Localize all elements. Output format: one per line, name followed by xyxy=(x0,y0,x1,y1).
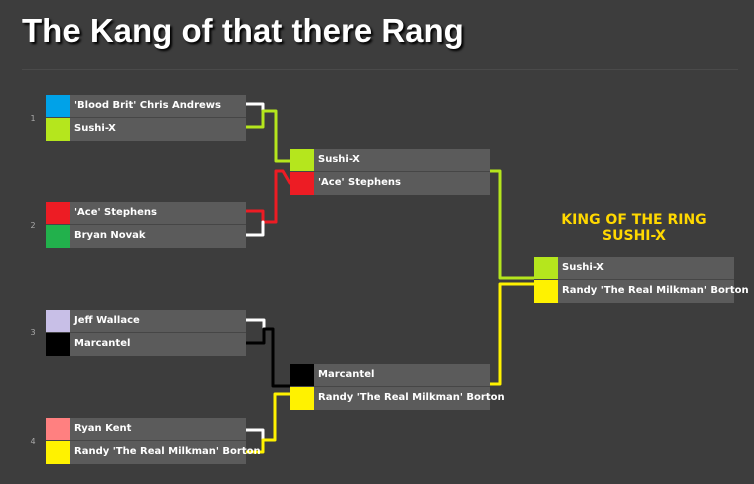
competitor-slot[interactable]: Randy 'The Real Milkman' Borton xyxy=(46,441,261,464)
champion-banner: KING OF THE RING SUSHI-X xyxy=(534,212,734,244)
competitor-slot[interactable]: Jeff Wallace xyxy=(46,310,246,333)
competitor-color xyxy=(46,441,70,464)
champion-name: SUSHI-X xyxy=(602,228,666,244)
competitor-name: 'Ace' Stephens xyxy=(318,177,401,188)
competitor-slot[interactable]: Sushi-X xyxy=(290,149,490,172)
competitor-slot[interactable]: 'Ace' Stephens xyxy=(290,172,490,195)
competitor-slot[interactable]: Randy 'The Real Milkman' Borton xyxy=(534,280,749,303)
competitor-color xyxy=(46,118,70,141)
match-semifinal-1: Sushi-X 'Ace' Stephens xyxy=(290,149,490,195)
match-final: Sushi-X Randy 'The Real Milkman' Borton xyxy=(534,257,749,303)
competitor-name: Marcantel xyxy=(74,338,131,349)
connector-semi-2 xyxy=(488,282,536,386)
round-number-3: 3 xyxy=(30,328,36,337)
competitor-slot[interactable]: Bryan Novak xyxy=(46,225,246,248)
competitor-color xyxy=(46,418,70,440)
competitor-name: Sushi-X xyxy=(318,154,360,165)
match-round1-1: 'Blood Brit' Chris Andrews Sushi-X xyxy=(46,95,246,141)
competitor-color xyxy=(534,257,558,279)
competitor-name: Bryan Novak xyxy=(74,230,146,241)
connector-match-4 xyxy=(243,392,292,454)
competitor-slot[interactable]: Marcantel xyxy=(290,364,490,387)
round-number-1: 1 xyxy=(30,114,36,123)
round-number-4: 4 xyxy=(30,437,36,446)
competitor-name: Ryan Kent xyxy=(74,423,132,434)
competitor-color xyxy=(46,310,70,332)
competitor-slot[interactable]: Ryan Kent xyxy=(46,418,246,441)
competitor-name: 'Ace' Stephens xyxy=(74,207,157,218)
competitor-color xyxy=(46,95,70,117)
competitor-slot[interactable]: Randy 'The Real Milkman' Borton xyxy=(290,387,505,410)
competitor-slot[interactable]: 'Ace' Stephens xyxy=(46,202,246,225)
match-round1-4: Ryan Kent Randy 'The Real Milkman' Borto… xyxy=(46,418,261,464)
competitor-slot[interactable]: Sushi-X xyxy=(46,118,246,141)
competitor-slot[interactable]: Marcantel xyxy=(46,333,246,356)
competitor-name: Randy 'The Real Milkman' Borton xyxy=(562,285,749,296)
competitor-color xyxy=(290,387,314,410)
champion-heading: KING OF THE RING xyxy=(561,212,707,228)
competitor-name: Randy 'The Real Milkman' Borton xyxy=(74,446,261,457)
page-title: The Kang of that there Rang xyxy=(22,12,464,49)
competitor-color xyxy=(290,364,314,386)
connector-match-1 xyxy=(243,102,292,163)
match-semifinal-2: Marcantel Randy 'The Real Milkman' Borto… xyxy=(290,364,505,410)
competitor-name: Sushi-X xyxy=(74,123,116,134)
competitor-slot[interactable]: 'Blood Brit' Chris Andrews xyxy=(46,95,246,118)
competitor-color xyxy=(290,172,314,195)
competitor-color xyxy=(290,149,314,171)
title-divider xyxy=(22,69,738,70)
competitor-color xyxy=(46,202,70,224)
connector-semi-1 xyxy=(488,169,536,280)
competitor-color xyxy=(534,280,558,303)
match-round1-3: Jeff Wallace Marcantel xyxy=(46,310,246,356)
connector-match-2 xyxy=(243,169,292,237)
connector-match-3 xyxy=(243,318,292,388)
competitor-name: 'Blood Brit' Chris Andrews xyxy=(74,100,221,111)
competitor-name: Jeff Wallace xyxy=(74,315,140,326)
competitor-slot[interactable]: Sushi-X xyxy=(534,257,734,280)
match-round1-2: 'Ace' Stephens Bryan Novak xyxy=(46,202,246,248)
round-number-2: 2 xyxy=(30,221,36,230)
competitor-name: Marcantel xyxy=(318,369,375,380)
competitor-color xyxy=(46,225,70,248)
competitor-color xyxy=(46,333,70,356)
competitor-name: Randy 'The Real Milkman' Borton xyxy=(318,392,505,403)
competitor-name: Sushi-X xyxy=(562,262,604,273)
